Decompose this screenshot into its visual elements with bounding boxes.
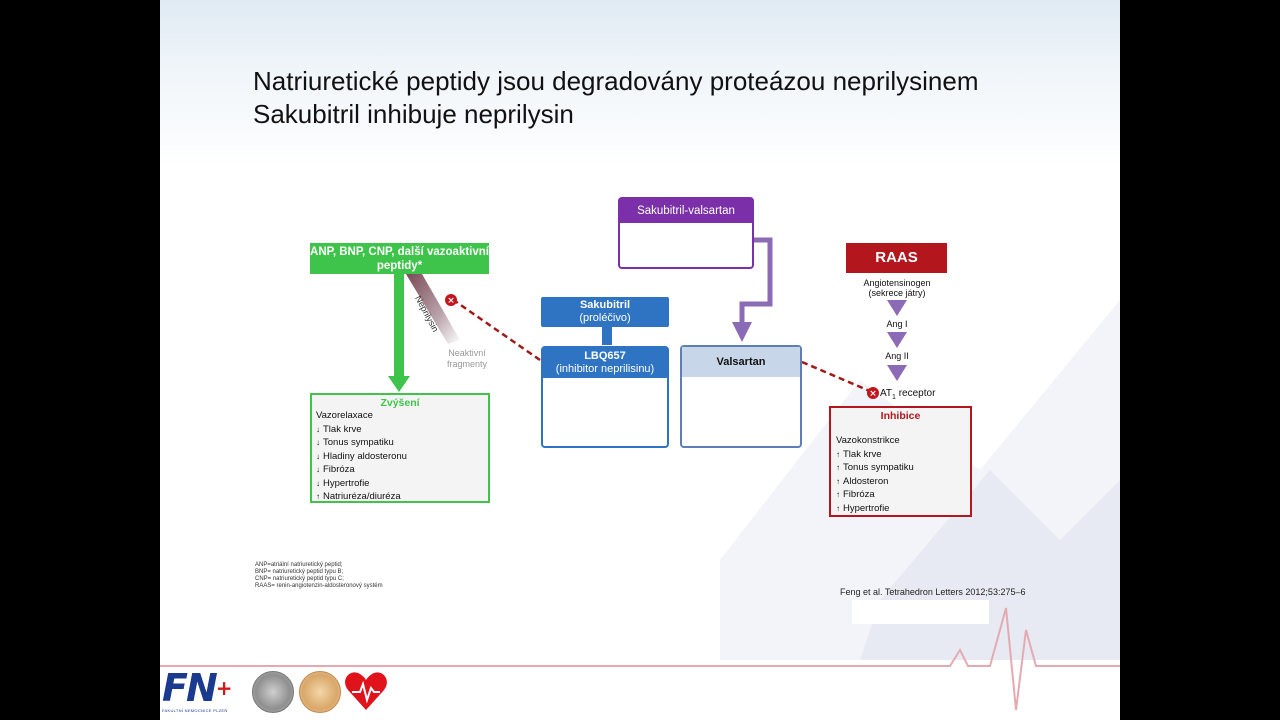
sacubitril-label: Sakubitril — [579, 299, 631, 311]
faculty-seal-icon — [299, 671, 341, 713]
sacubitril-valsartan-box: Sakubitril-valsartan — [618, 197, 754, 269]
heart-logo-icon — [344, 670, 388, 712]
inhibition-item: Hypertrofie — [836, 502, 970, 516]
increase-effects-box: Zvýšení Vazorelaxace Tlak krve Tonus sym… — [310, 393, 490, 503]
at1-suffix: receptor — [895, 388, 936, 399]
svg-text:×: × — [869, 389, 877, 399]
lbq657-header: LBQ657 (inhibitor neprilisinu) — [543, 348, 667, 378]
svg-text:×: × — [447, 296, 455, 306]
neprilysin-degradation-band — [406, 274, 460, 344]
inhibition-list: Vazokonstrikce Tlak krve Tonus sympatiku… — [836, 434, 970, 515]
sacubitril-connector — [602, 327, 612, 345]
green-arrow-shaft — [394, 274, 404, 378]
lbq657-inhibition-line — [451, 297, 541, 362]
lbq657-box: LBQ657 (inhibitor neprilisinu) — [541, 346, 669, 448]
reference-citation: Feng et al. Tetrahedron Letters 2012;53:… — [840, 587, 1026, 597]
inhibition-item: Tonus sympatiku — [836, 461, 970, 475]
at1-prefix: AT — [880, 388, 893, 399]
university-seal-icon — [252, 671, 294, 713]
footnotes: ANP=atriální natriuretický peptid; BNP= … — [255, 562, 383, 590]
increase-item: Tlak krve — [316, 423, 488, 437]
increase-item: Tonus sympatiku — [316, 436, 488, 450]
logo-text: FN — [162, 666, 218, 710]
sacubitril-box: Sakubitril (proléčivo) — [541, 297, 669, 327]
ang-ii-label: Ang II — [885, 351, 909, 361]
raas-box: RAAS — [846, 243, 947, 273]
slide: Natriuretické peptidy jsou degradovány p… — [160, 0, 1120, 720]
increase-item: Fibróza — [316, 463, 488, 477]
inhibition-header: Inhibice — [880, 410, 921, 422]
lbq657-sublabel: (inhibitor neprilisinu) — [555, 363, 655, 375]
inhibition-item: Tlak krve — [836, 448, 970, 462]
valsartan-header: Valsartan — [682, 347, 800, 377]
inhibition-item: Fibróza — [836, 488, 970, 502]
inactive-fragments-line-1: Neaktivní — [448, 348, 486, 358]
fn-plzen-logo: FN+ FAKULTNÍ NEMOCNICE PLZEŇ — [162, 668, 248, 716]
natriuretic-peptides-box: ANP, BNP, CNP, další vazoaktivní peptidy… — [310, 243, 489, 274]
inactive-fragments-label: Neaktivní fragmenty — [446, 348, 488, 370]
inhibition-effects-box: Inhibice Vazokonstrikce Tlak krve Tonus … — [829, 406, 972, 517]
inactive-fragments-line-2: fragmenty — [446, 359, 488, 369]
inhibit-x-icon — [867, 387, 879, 399]
at1-subscript: 1 — [892, 394, 896, 401]
inhibit-x-icon — [445, 294, 457, 306]
increase-item: Hypertrofie — [316, 477, 488, 491]
at1-receptor-label: AT1 receptor — [880, 388, 935, 401]
white-rectangle — [852, 600, 989, 624]
footnote: CNP= natriuretický peptid typu C; — [255, 576, 344, 582]
raas-arrow-2 — [887, 332, 907, 348]
angiotensinogen-label: Angiotensinogen (sekrece játry) — [847, 278, 947, 298]
sacubitril-valsartan-header: Sakubitril-valsartan — [620, 199, 752, 223]
green-arrow-head — [388, 376, 410, 392]
footnote: RAAS= renin-angiotenzin-aldosteronový sy… — [255, 583, 383, 589]
slide-title-line-1: Natriuretické peptidy jsou degradovány p… — [253, 66, 979, 96]
purple-arrow-head-valsartan — [732, 322, 752, 342]
slide-title-line-2: Sakubitril inhibuje neprilysin — [253, 99, 574, 129]
footnote: ANP=atriální natriuretický peptid; — [255, 562, 343, 568]
logo-subtext: FAKULTNÍ NEMOCNICE PLZEŇ — [162, 708, 228, 713]
sacubitril-sublabel: (proléčivo) — [579, 312, 631, 324]
footnote: BNP= natriuretický peptid typu B; — [255, 569, 344, 575]
increase-list: Vazorelaxace Tlak krve Tonus sympatiku H… — [316, 409, 488, 504]
purple-connector-valsartan — [739, 237, 773, 324]
ecg-line-decoration — [160, 607, 1120, 711]
increase-item: Natriuréza/diuréza — [316, 490, 488, 504]
angiotensinogen-text: Angiotensinogen — [863, 278, 931, 288]
increase-item: Hladiny aldosteronu — [316, 450, 488, 464]
valsartan-inhibition-line — [801, 360, 873, 394]
ang-i-label: Ang I — [886, 319, 908, 329]
raas-arrow-1 — [887, 300, 907, 316]
inhibition-intro: Vazokonstrikce — [836, 435, 900, 446]
valsartan-box: Valsartan — [680, 345, 802, 448]
increase-intro: Vazorelaxace — [316, 410, 373, 421]
lbq657-label: LBQ657 — [584, 350, 626, 362]
raas-arrow-3 — [887, 365, 907, 381]
increase-header: Zvýšení — [380, 397, 420, 409]
inhibition-item: Aldosteron — [836, 475, 970, 489]
angiotensinogen-subtext: (sekrece játry) — [868, 288, 926, 298]
